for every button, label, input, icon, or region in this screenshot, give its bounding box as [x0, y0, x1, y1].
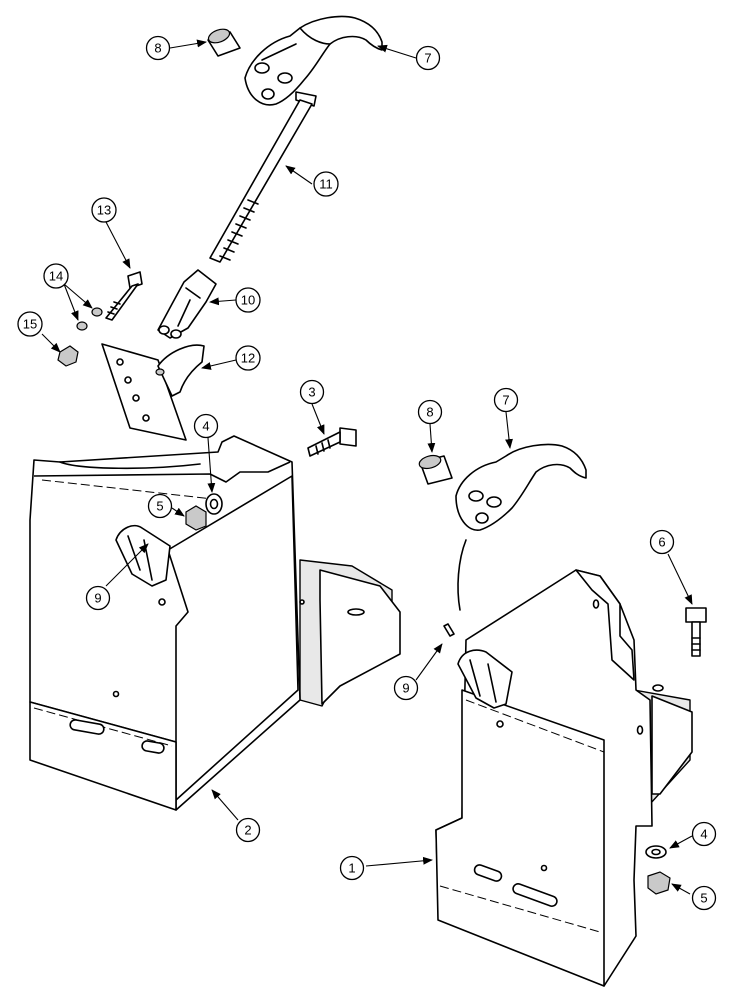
latch-hook-upper	[244, 15, 383, 106]
washer-14	[76, 307, 103, 331]
svg-text:4: 4	[202, 419, 209, 434]
svg-text:13: 13	[97, 203, 111, 218]
callout-10: 10	[235, 287, 261, 313]
callout-7-upper: 7	[415, 45, 441, 71]
svg-text:11: 11	[319, 177, 333, 192]
callout-5-upper: 5	[147, 493, 173, 519]
callout-14: 14	[43, 263, 69, 289]
svg-text:5: 5	[700, 891, 707, 906]
svg-text:2: 2	[244, 823, 251, 838]
nut-5-upper	[185, 505, 207, 531]
hinge-plate	[101, 343, 205, 441]
svg-text:4: 4	[700, 827, 707, 842]
callout-1: 1	[339, 855, 365, 881]
bushing-upper	[207, 28, 241, 57]
svg-text:12: 12	[241, 351, 255, 366]
svg-text:8: 8	[154, 41, 161, 56]
svg-text:9: 9	[402, 681, 409, 696]
clevis	[157, 269, 217, 339]
svg-text:15: 15	[23, 317, 37, 332]
bracket-left-large	[29, 435, 401, 811]
svg-text:10: 10	[241, 293, 255, 308]
callout-11: 11	[313, 171, 339, 197]
washer-4-upper	[205, 493, 223, 515]
svg-text:6: 6	[658, 535, 665, 550]
callout-15: 15	[17, 311, 43, 337]
threaded-rod	[209, 91, 317, 263]
latch-hook-lower	[455, 443, 587, 611]
callout-8-upper: 8	[145, 35, 171, 61]
callout-4-lower: 4	[691, 821, 717, 847]
bolt-13	[105, 271, 143, 321]
svg-text:8: 8	[426, 405, 433, 420]
callout-5-lower: 5	[691, 885, 717, 911]
bolt-6	[685, 607, 707, 657]
svg-text:7: 7	[424, 51, 431, 66]
svg-text:7: 7	[502, 393, 509, 408]
nut-15	[57, 345, 79, 367]
bolt-3	[307, 427, 357, 457]
svg-text:14: 14	[49, 269, 63, 284]
svg-text:5: 5	[156, 499, 163, 514]
callout-6: 6	[649, 529, 675, 555]
pin-9-lower	[443, 623, 455, 637]
bushing-lower	[418, 454, 453, 485]
svg-text:9: 9	[94, 591, 101, 606]
callout-7-lower: 7	[493, 387, 519, 413]
callout-13: 13	[91, 197, 117, 223]
leader-lines	[41, 39, 693, 895]
bracket-right	[435, 569, 693, 987]
callout-9-upper: 9	[85, 585, 111, 611]
callout-2: 2	[235, 817, 261, 843]
callout-4-upper: 4	[193, 413, 219, 439]
callout-12: 12	[235, 345, 261, 371]
svg-text:3: 3	[308, 385, 315, 400]
callout-8-lower: 8	[417, 399, 443, 425]
nut-5-lower	[647, 871, 671, 895]
svg-text:1: 1	[348, 861, 355, 876]
callout-3: 3	[299, 379, 325, 405]
washer-4-lower	[645, 845, 667, 859]
callout-9-lower: 9	[393, 675, 419, 701]
